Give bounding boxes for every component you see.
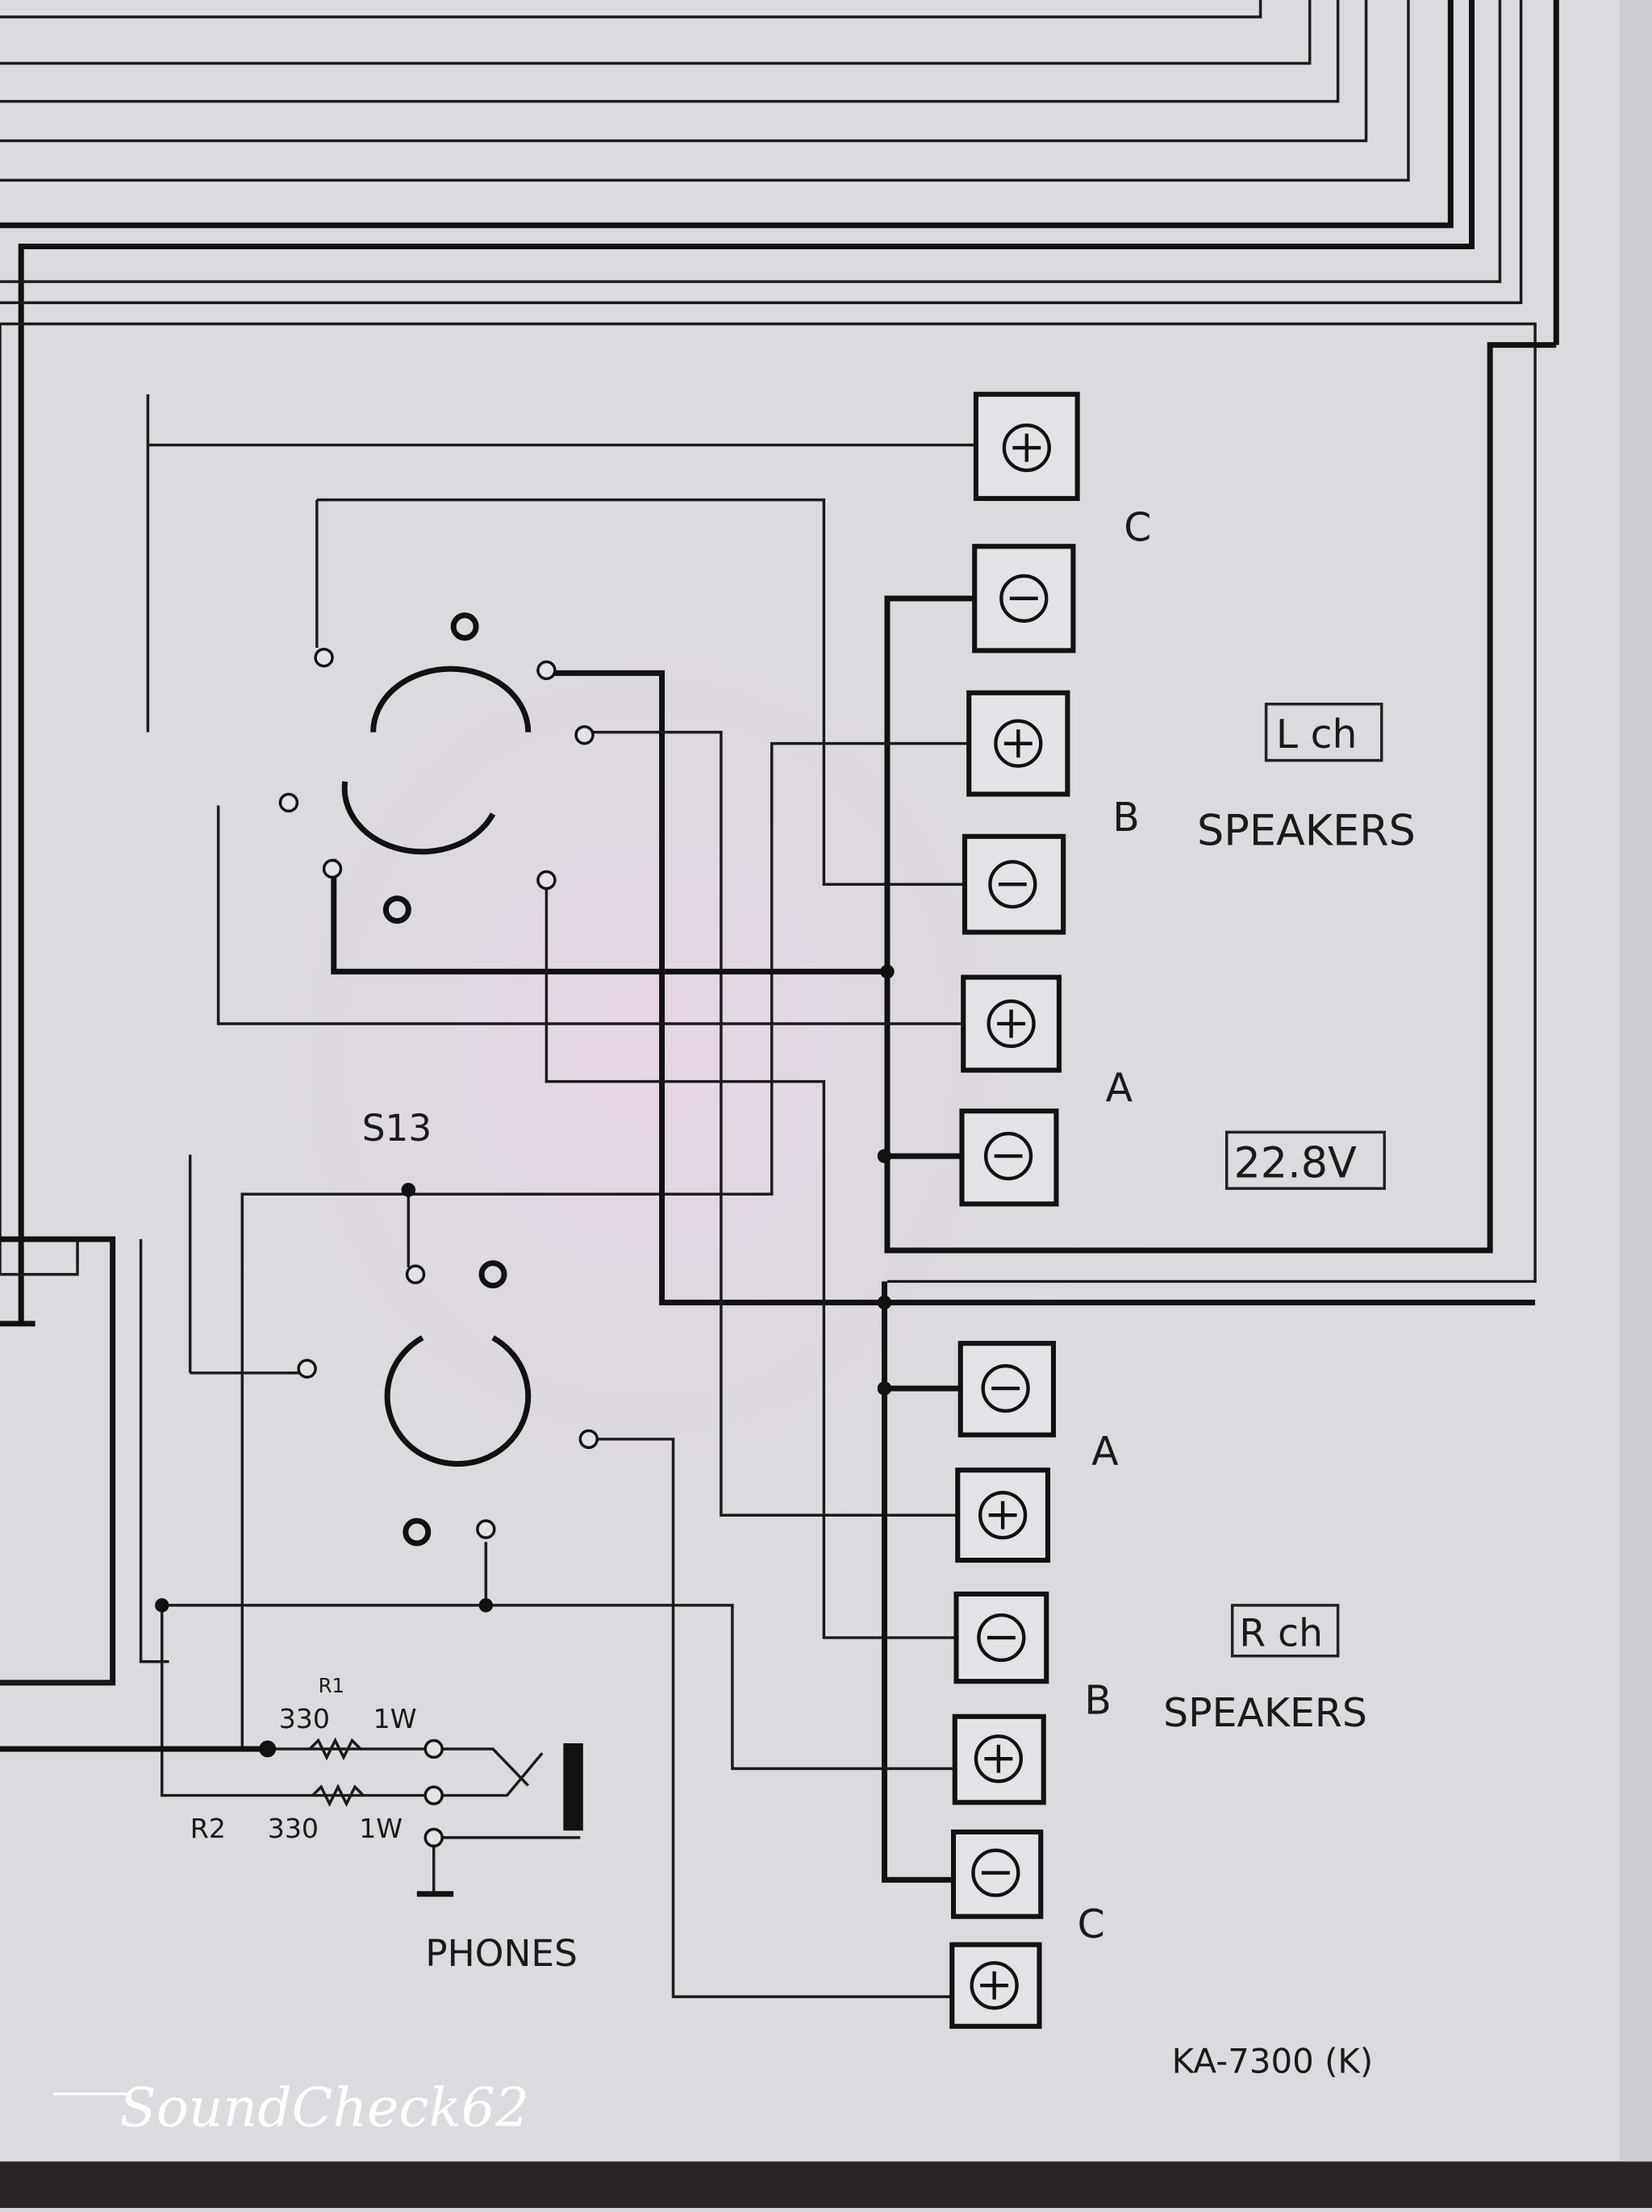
- page-edge: [1619, 0, 1652, 2162]
- r1-name: R1: [319, 1674, 345, 1697]
- terminal-c-minus: [950, 1829, 1044, 1919]
- speaker-wiring: [0, 394, 1536, 1998]
- lch-box: [1264, 703, 1383, 762]
- right-group-a-label: A: [1091, 1428, 1119, 1474]
- r1-rating: 1W: [373, 1703, 417, 1734]
- terminal-a-minus: [957, 1341, 1057, 1438]
- right-channel-label: R ch: [1239, 1612, 1323, 1656]
- right-speakers-label: SPEAKERS: [1163, 1690, 1367, 1736]
- left-group-c-label: C: [1124, 504, 1151, 550]
- left-group-a-label: A: [1106, 1065, 1133, 1111]
- terminal-a-minus: [959, 1108, 1059, 1207]
- terminal-a-plus: [955, 1467, 1051, 1563]
- r2-name: R2: [190, 1813, 226, 1844]
- phones-jack-icon: [563, 1742, 583, 1831]
- rch-box: [1230, 1604, 1340, 1658]
- screen-glare: [140, 422, 1268, 1690]
- left-speaker-terminals: [959, 391, 1080, 1207]
- right-group-b-label: B: [1084, 1677, 1112, 1723]
- model-label: KA-7300 (K): [1172, 2041, 1374, 2081]
- switch-s13-label: S13: [362, 1107, 432, 1150]
- junction-dots: [155, 964, 895, 1758]
- r2-value: 330: [268, 1813, 319, 1844]
- terminal-b-plus: [966, 690, 1070, 797]
- r1-value: 330: [279, 1703, 330, 1734]
- watermark: SoundCheck62: [119, 2076, 529, 2139]
- switch-s13-rotor: [384, 1260, 532, 1546]
- resistor-symbols: [308, 1737, 365, 1807]
- switch-contacts: [278, 647, 599, 1848]
- terminal-b-minus: [962, 833, 1066, 935]
- terminal-c-minus: [972, 544, 1076, 653]
- monitor-bezel: [0, 2161, 1652, 2208]
- left-channel-label: L ch: [1276, 712, 1358, 758]
- terminal-b-plus: [952, 1713, 1046, 1805]
- terminal-c-plus: [949, 1942, 1042, 2029]
- right-group-c-label: C: [1078, 1901, 1105, 1947]
- left-group-b-label: B: [1112, 795, 1140, 841]
- phones-label: PHONES: [425, 1932, 578, 1975]
- right-speaker-terminals: [949, 1341, 1057, 2029]
- speaker-selector-switch: [341, 612, 532, 924]
- terminal-a-plus: [961, 975, 1062, 1073]
- left-section-wires: [0, 1236, 169, 1686]
- top-bus-lines: [0, 0, 1559, 1324]
- terminal-b-minus: [953, 1591, 1049, 1684]
- left-speakers-label: SPEAKERS: [1197, 806, 1416, 855]
- r2-rating: 1W: [359, 1813, 403, 1844]
- voltage-label: 22.8V: [1233, 1138, 1357, 1187]
- voltage-box: [1224, 1130, 1387, 1190]
- terminal-c-plus: [973, 391, 1080, 501]
